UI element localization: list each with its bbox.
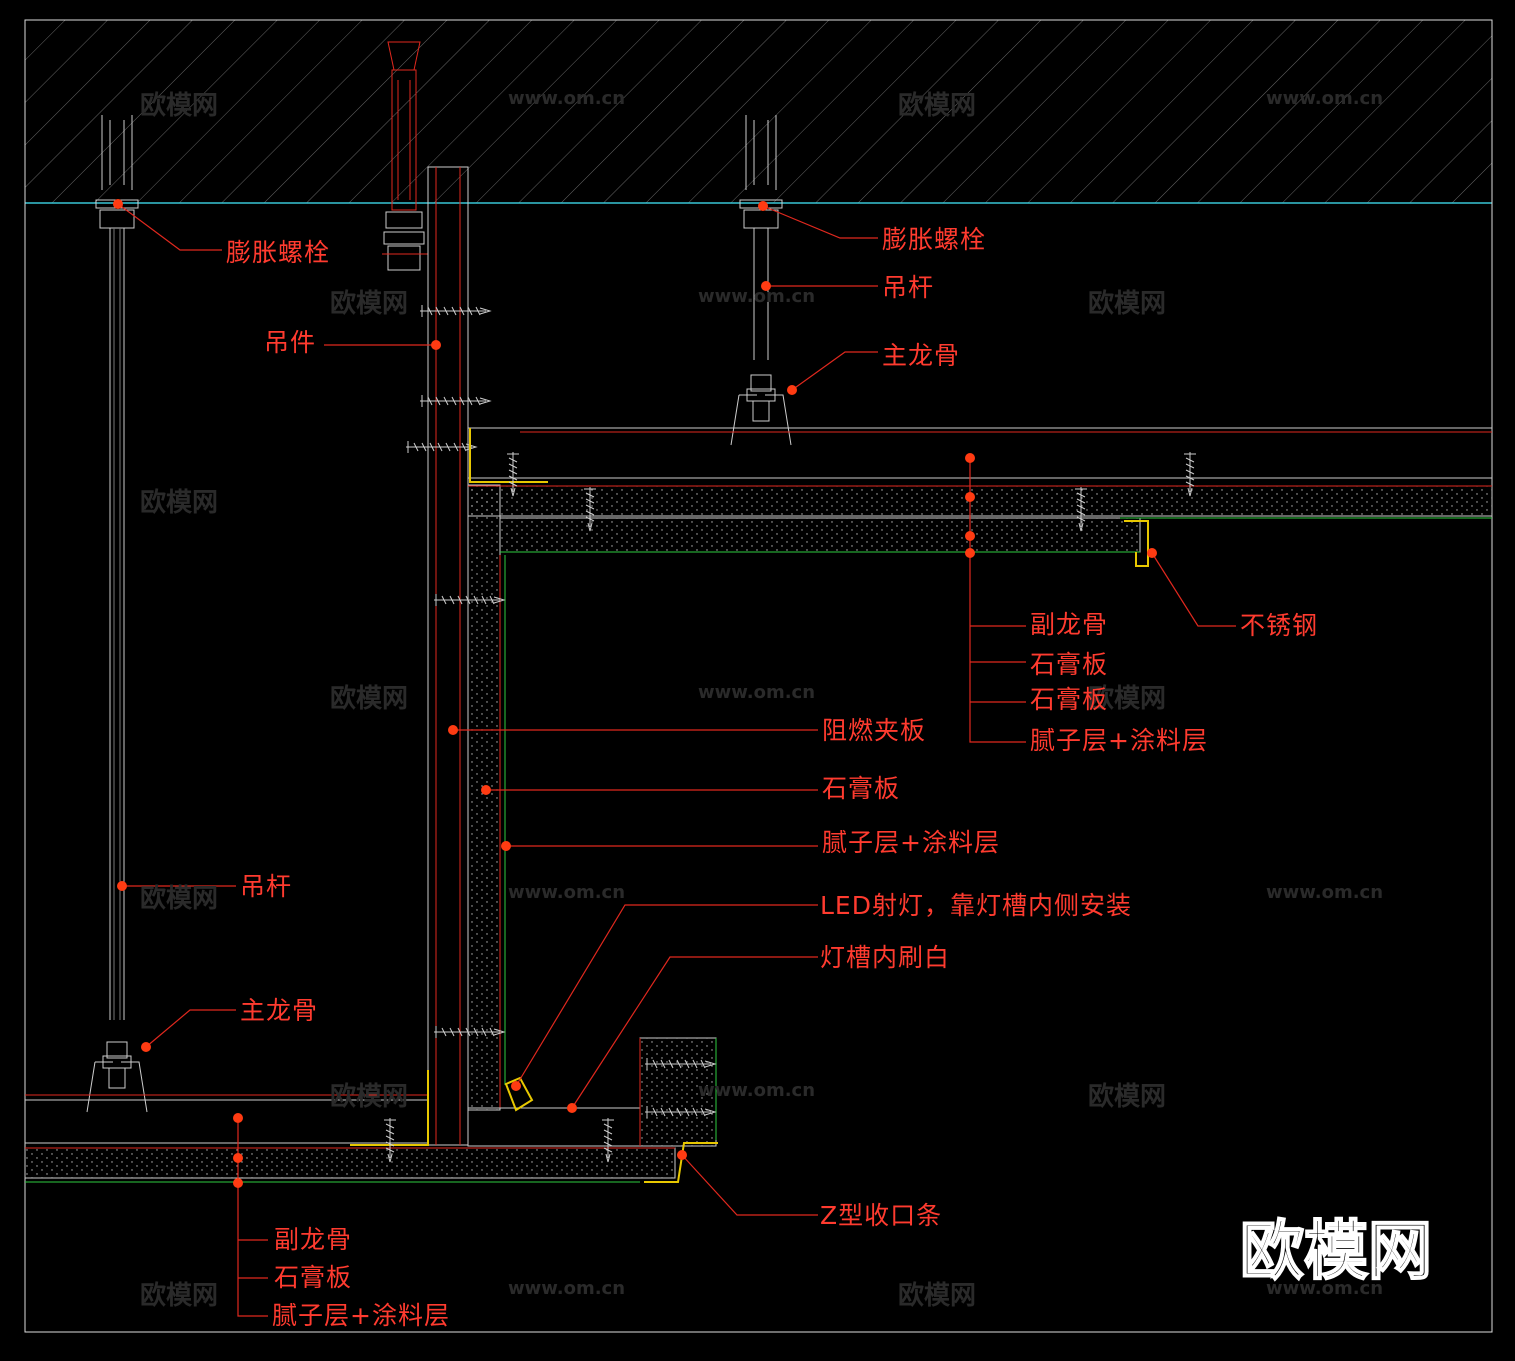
watermark-url: www.om.cn [508, 882, 626, 903]
top-ceiling-layers [467, 427, 1493, 567]
label-led: LED射灯，靠灯槽内侧安装 [820, 891, 1132, 920]
label-gypsum-top-2: 石膏板 [1030, 685, 1109, 714]
concrete-slab [25, 19, 1492, 204]
watermark-brand: 欧模网 [330, 1082, 409, 1112]
watermark-url: www.om.cn [1266, 882, 1384, 903]
watermark-brand: 欧模网 [140, 1281, 219, 1311]
label-slot-white: 灯槽内刷白 [820, 943, 951, 972]
label-putty-top: 腻子层+涂料层 [1030, 726, 1208, 755]
watermark-brand: 欧模网 [140, 91, 219, 121]
watermark-url: www.om.cn [698, 1080, 816, 1101]
watermark-brand: 欧模网 [1088, 1082, 1167, 1112]
label-expansion-bolt-right: 膨胀螺栓 [882, 225, 987, 254]
drawing-frame [24, 19, 1493, 1333]
label-sub-keel-top: 副龙骨 [1030, 610, 1109, 639]
watermark-url: www.om.cn [508, 88, 626, 109]
label-z-strip: Z型收口条 [820, 1201, 943, 1230]
hanger-screw-2 [419, 394, 491, 408]
vertical-board [427, 166, 506, 1146]
watermark-brand: 欧模网 [140, 488, 219, 518]
hanger-screw-3 [405, 440, 477, 454]
middle-expansion-bolt [382, 41, 428, 271]
watermark-brand: 欧模网 [898, 91, 977, 121]
watermark-url: www.om.cn [1266, 88, 1384, 109]
label-main-keel-left: 主龙骨 [240, 996, 319, 1025]
left-main-keel-bracket [86, 1041, 148, 1113]
label-sub-keel-bottom: 副龙骨 [274, 1225, 353, 1254]
label-fire-board: 阻燃夹板 [822, 716, 927, 745]
watermark-url: www.om.cn [1266, 1278, 1384, 1299]
watermark-url: www.om.cn [698, 682, 816, 703]
watermark-brand: 欧模网 [898, 1281, 977, 1311]
label-gypsum-vertical: 石膏板 [822, 774, 901, 803]
label-expansion-bolt-left: 膨胀螺栓 [226, 238, 331, 267]
watermark-brand: 欧模网 [1088, 289, 1167, 319]
label-hanger-rod-left: 吊杆 [240, 872, 293, 901]
watermark-url: www.om.cn [508, 1278, 626, 1299]
label-hanger-part: 吊件 [264, 328, 317, 357]
label-putty-bottom: 腻子层+涂料层 [272, 1301, 450, 1330]
watermark-brand: 欧模网 [1088, 684, 1167, 714]
label-putty-vertical: 腻子层+涂料层 [822, 828, 1000, 857]
label-gypsum-top-1: 石膏板 [1030, 650, 1109, 679]
hanger-screw-1 [419, 304, 491, 318]
watermark-brand: 欧模网 [330, 289, 409, 319]
brand-logo: 欧模网 [1239, 1214, 1433, 1290]
leader-dots [113, 199, 1157, 1188]
label-gypsum-bottom: 石膏板 [274, 1263, 353, 1292]
bottom-ceiling-layers [24, 1037, 718, 1183]
label-main-keel-right: 主龙骨 [882, 341, 961, 370]
right-main-keel-bracket [730, 374, 792, 446]
watermark-url: www.om.cn [698, 286, 816, 307]
watermark-brand: 欧模网 [330, 684, 409, 714]
left-hanger-rod [95, 115, 139, 1020]
watermark-brand: 欧模网 [140, 884, 219, 914]
label-hanger-rod-right: 吊杆 [882, 273, 935, 302]
label-stainless: 不锈钢 [1240, 611, 1319, 640]
